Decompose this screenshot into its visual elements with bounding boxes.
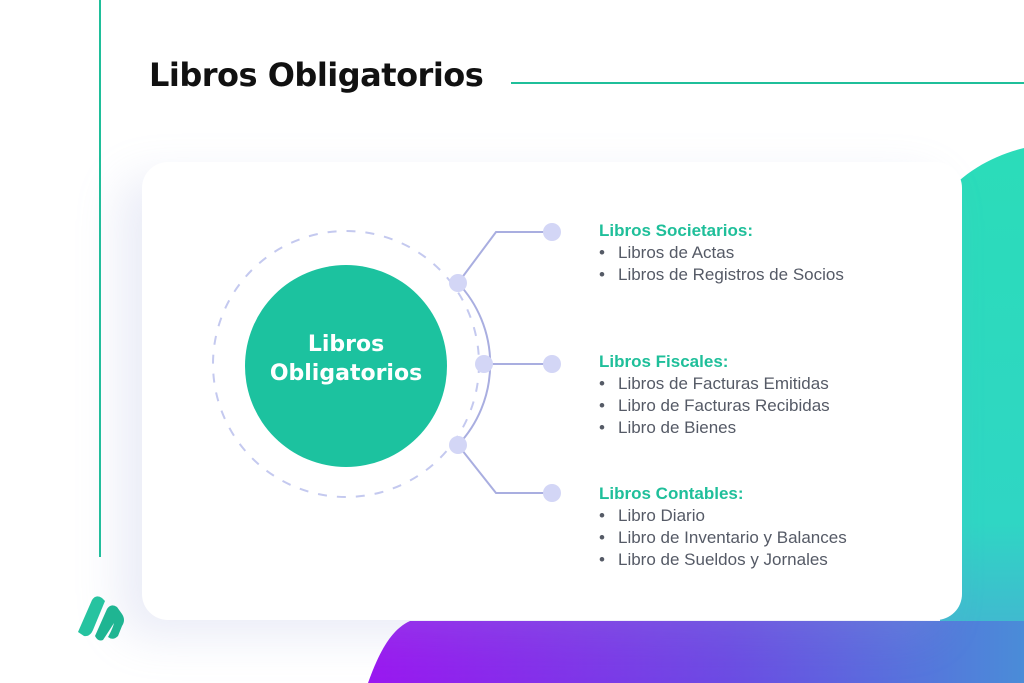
bullet-icon: •: [599, 243, 605, 262]
list-item-label: Libro de Facturas Recibidas: [618, 396, 830, 415]
node-dot-arc-bottom: [449, 436, 467, 454]
list-item: • Libros de Facturas Emitidas: [599, 373, 830, 395]
group-title: Libros Fiscales:: [599, 352, 729, 371]
bullet-icon: •: [599, 550, 605, 569]
list-item: • Libro de Sueldos y Jornales: [599, 549, 847, 571]
list-item: • Libro Diario: [599, 505, 847, 527]
group-item-list: • Libros de Actas • Libros de Registros de…: [599, 242, 844, 286]
logo-stroke-left: [78, 596, 105, 637]
list-item-label: Libro de Sueldos y Jornales: [618, 550, 828, 569]
list-item-label: Libros de Facturas Emitidas: [618, 374, 829, 393]
group-item-list: • Libro Diario • Libro de Inventario y Bal…: [599, 505, 847, 571]
list-item: • Libros de Registros de Socios: [599, 264, 844, 286]
page-title: Libros Obligatorios: [149, 56, 484, 94]
logo-stroke-right: [95, 605, 124, 641]
bullet-icon: •: [599, 265, 605, 284]
list-item: • Libro de Facturas Recibidas: [599, 395, 830, 417]
list-item-label: Libros de Actas: [618, 243, 735, 262]
group-contables: Libros Contables: • Libro Diario • Libro d…: [599, 483, 847, 571]
node-dot-end-top: [543, 223, 561, 241]
group-fiscales: Libros Fiscales: • Libros de Facturas Emi…: [599, 351, 830, 439]
title-accent-line: [511, 82, 1024, 84]
group-title: Libros Contables:: [599, 484, 744, 503]
left-accent-line: [99, 0, 101, 557]
group-item-list: • Libros de Facturas Emitidas • Libro de F…: [599, 373, 830, 439]
node-dot-end-bottom: [543, 484, 561, 502]
center-circle-label: Libros Obligatorios: [248, 330, 444, 388]
bullet-icon: •: [599, 374, 605, 393]
list-item-label: Libros de Registros de Socios: [618, 265, 844, 284]
list-item: • Libro de Inventario y Balances: [599, 527, 847, 549]
node-dot-arc-top: [449, 274, 467, 292]
bullet-icon: •: [599, 506, 605, 525]
center-label-line-1: Libros: [307, 332, 385, 357]
list-item: • Libros de Actas: [599, 242, 844, 264]
bullet-icon: •: [599, 418, 605, 437]
list-item-label: Libro de Inventario y Balances: [618, 528, 847, 547]
brand-logo-icon: [78, 596, 124, 641]
connector-branch-top: [457, 231, 552, 284]
bullet-icon: •: [599, 528, 605, 547]
connector-branch-bottom: [457, 444, 552, 494]
purple-bottom-wave: [368, 621, 1024, 683]
bullet-icon: •: [599, 396, 605, 415]
list-item-label: Libro de Bienes: [618, 418, 737, 437]
node-dot-end-middle: [543, 355, 561, 373]
node-dot-arc-middle: [475, 355, 493, 373]
list-item-label: Libro Diario: [618, 506, 705, 525]
group-title: Libros Societarios:: [599, 221, 753, 240]
group-societarios: Libros Societarios: • Libros de Actas • Li…: [599, 220, 844, 286]
list-item: • Libro de Bienes: [599, 417, 830, 439]
center-label-line-2: Obligatorios: [269, 361, 423, 386]
center-circle: [245, 265, 447, 467]
